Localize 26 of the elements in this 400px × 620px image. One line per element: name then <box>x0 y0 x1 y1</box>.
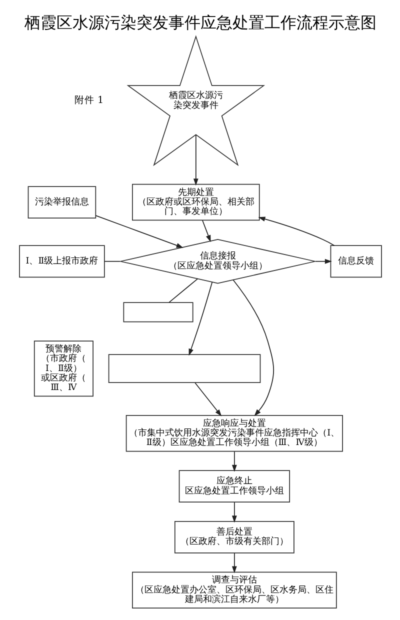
arrow <box>202 220 210 242</box>
diagram-title: 栖霞区水源污染突发事件应急处置工作流程示意图 <box>24 13 376 32</box>
node-box <box>122 302 193 322</box>
arrow <box>314 258 332 264</box>
node-box: 善后处置 （区政府、市级有关部门） <box>174 520 294 554</box>
arrow <box>231 451 236 472</box>
node-box: 应急响应与处置 （市集中式饮用水源突发污染事件应急指挥中心（Ⅰ、Ⅱ级）区应急处置工作领导小组（Ⅲ、Ⅳ级） <box>125 415 342 452</box>
node-box: 污染举报信息 <box>27 186 96 218</box>
node-box: 预警解除 （市政府（Ⅰ、Ⅱ级）或区政府（Ⅲ、Ⅳ <box>33 340 93 397</box>
arrow <box>188 282 212 356</box>
arrow <box>194 382 222 416</box>
node-box: 应急终止 区应急处置工作领导小组 <box>178 470 290 503</box>
arrow <box>231 552 236 574</box>
arrow <box>232 279 274 416</box>
arrow <box>94 215 183 248</box>
arrow <box>231 502 236 523</box>
node-box: 信息反馈 <box>330 245 382 278</box>
node-box: 调查与评估 （区应急处置办公室、区环保局、区水务局、区住建局和滨江自来水厂等） <box>132 572 336 608</box>
node-box: 先期处置 （区政府或区环保局、相关部门、事发单位） <box>132 184 260 221</box>
node-box <box>108 354 260 384</box>
label: 附件 1 <box>74 95 104 106</box>
node-diamond: 信息接报 （区应急处置领导小组） <box>119 239 316 284</box>
connector <box>104 260 120 262</box>
connector <box>168 278 198 303</box>
arrow <box>258 216 334 246</box>
node-box: Ⅰ、Ⅱ级上报市政府 <box>18 245 104 278</box>
